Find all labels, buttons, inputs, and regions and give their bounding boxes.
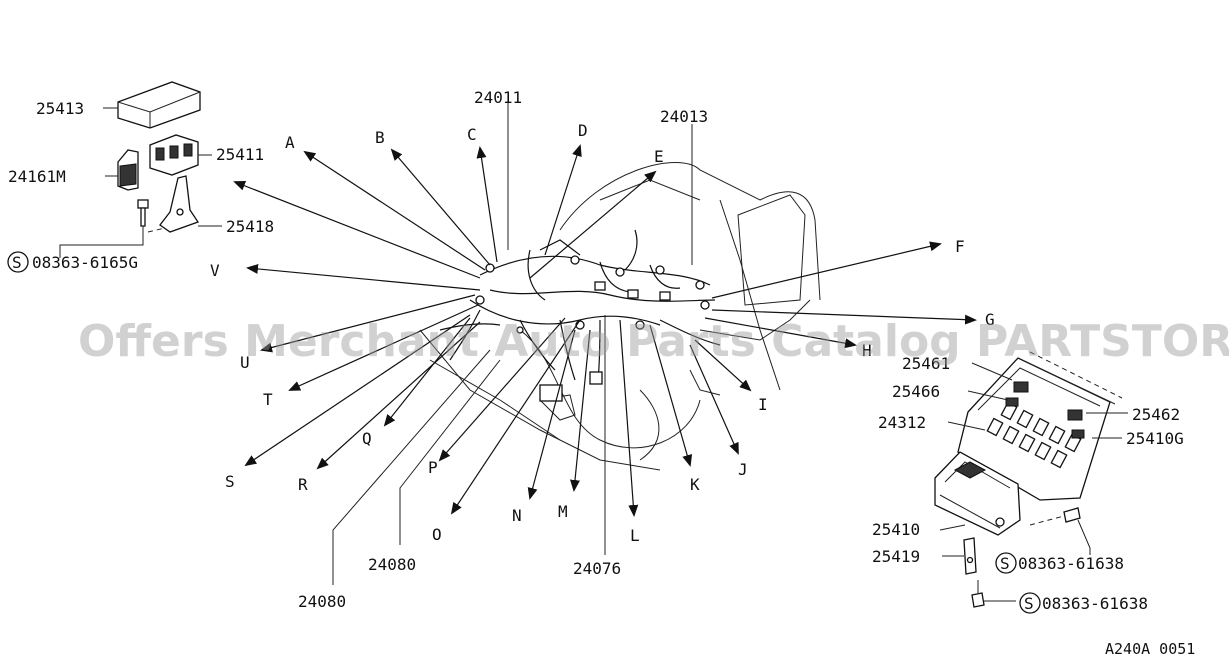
part-24011: 24011 [474, 88, 522, 107]
arrow-v [246, 263, 481, 291]
arrow-unlabeled [233, 180, 481, 279]
relay-24161m: 24161M [8, 149, 139, 191]
connector-label-d: D [578, 121, 588, 140]
connector-label-r: R [298, 475, 308, 494]
part-25410g: 25410G [1126, 429, 1184, 448]
screw-symbol-a: S [1000, 554, 1010, 573]
part-25462: 25462 [1132, 405, 1180, 424]
connector-label-j: J [738, 460, 748, 479]
harness-callouts: 24011 24013 24080 24080 24076 [298, 88, 708, 611]
connector-label-q: Q [362, 429, 372, 448]
fuse-block-25410 [934, 451, 1021, 536]
lower-right-callouts: 25461 25466 25462 24312 25410G 25410 254… [872, 354, 1184, 614]
part-08363-61638-b: 08363-61638 [1042, 594, 1148, 613]
arrow-n [527, 329, 576, 500]
part-08363-61638-a: 08363-61638 [1018, 554, 1124, 573]
arrow-o [450, 319, 581, 515]
connector-label-s: S [225, 472, 235, 491]
arrow-j [689, 344, 739, 455]
fuse-block-25411: 25411 [149, 134, 264, 176]
arrow-a [303, 150, 486, 271]
part-24013: 24013 [660, 107, 708, 126]
part-24312: 24312 [878, 413, 926, 432]
arrow-b [390, 148, 491, 266]
connector-label-b: B [375, 128, 385, 147]
connector-label-v: V [210, 261, 220, 280]
part-25413: 25413 [36, 99, 84, 118]
connector-label-l: L [630, 526, 640, 545]
connector-label-p: P [428, 458, 438, 477]
arrow-t [288, 304, 479, 391]
connector-label-h: H [862, 341, 872, 360]
connector-label-n: N [512, 506, 522, 525]
part-24076: 24076 [573, 559, 621, 578]
part-25410: 25410 [872, 520, 920, 539]
connector-label-o: O [432, 525, 442, 544]
screw-symbol-b: S [1024, 594, 1034, 613]
bracket-25419 [963, 537, 977, 575]
connector-label-k: K [690, 475, 700, 494]
screws-lower-right [971, 507, 1081, 608]
bracket-25418: 25418 [147, 175, 274, 236]
part-25411: 25411 [216, 145, 264, 164]
part-25466: 25466 [892, 382, 940, 401]
watermark: Offers Merchant Auto Parts Catalog PARTS… [78, 316, 1229, 367]
arrow-l [619, 319, 639, 517]
part-25461: 25461 [902, 354, 950, 373]
connector-label-f: F [955, 237, 965, 256]
part-25418: 25418 [226, 217, 274, 236]
arrow-p [438, 317, 566, 462]
screw-08363-6165g: S 08363-6165G [7, 199, 149, 273]
connector-label-m: M [558, 502, 568, 521]
arrow-d [544, 144, 582, 256]
fuse-slots [986, 401, 1082, 469]
arrow-s [244, 314, 471, 467]
connector-label-t: T [263, 390, 273, 409]
part-25419: 25419 [872, 547, 920, 566]
arrow-e [529, 170, 657, 279]
arrow-f [711, 241, 942, 299]
arrow-u [260, 294, 476, 353]
arrow-q [383, 317, 471, 427]
connector-label-c: C [467, 125, 477, 144]
screw-symbol: S [12, 253, 22, 272]
connector-arrows: A B C D E F G H I J K L M N O P Q R S T … [210, 121, 995, 545]
arrow-m [570, 329, 591, 492]
connector-label-g: G [985, 310, 995, 329]
vehicle-body-outline [419, 162, 821, 471]
arrow-r [316, 321, 481, 470]
arrow-c [476, 146, 498, 263]
connector-label-i: I [758, 395, 768, 414]
part-24080-a: 24080 [368, 555, 416, 574]
arrow-i [694, 339, 752, 392]
connector-label-e: E [654, 147, 664, 166]
arrow-k [649, 324, 693, 467]
part-24080-b: 24080 [298, 592, 346, 611]
part-24161m: 24161M [8, 167, 66, 186]
arrow-h [704, 317, 857, 349]
diagram-code: A240A 0051 [1105, 640, 1195, 658]
connector-label-a: A [285, 133, 295, 152]
part-08363-6165g: 08363-6165G [32, 253, 138, 272]
arrow-g [711, 309, 977, 325]
fuse-box-cover-25413: 25413 [36, 81, 201, 129]
connector-label-u: U [240, 353, 250, 372]
